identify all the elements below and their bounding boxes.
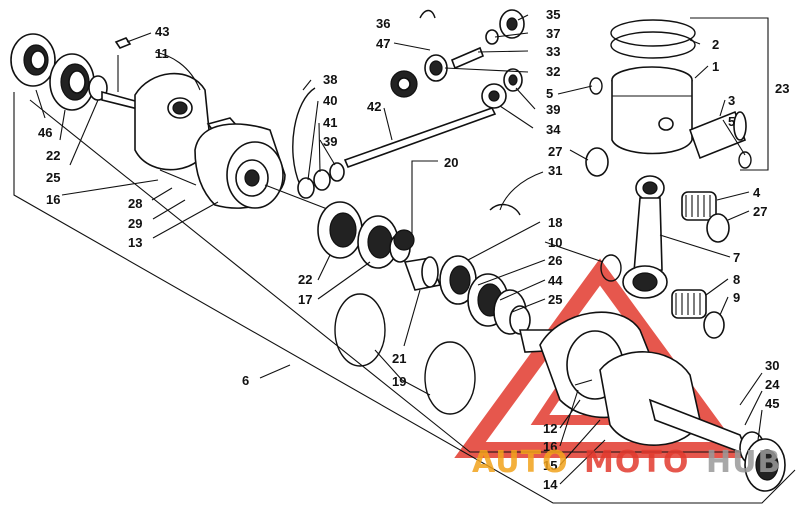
label-17: 17 [298, 292, 312, 307]
label-13: 13 [128, 235, 142, 250]
label-18: 18 [548, 215, 562, 230]
washer-27a [585, 147, 609, 177]
label-37: 37 [546, 26, 560, 41]
ring-31 [489, 203, 521, 216]
label-16b: 16 [543, 439, 557, 454]
label-21: 21 [392, 351, 406, 366]
label-20: 20 [444, 155, 458, 170]
label-39a: 39 [323, 134, 337, 149]
pump-shaft-42 [343, 68, 523, 169]
label-2: 2 [712, 37, 719, 52]
clip-36 [419, 9, 436, 19]
label-40: 40 [323, 93, 337, 108]
right-seal-group [439, 255, 531, 335]
snap-ring-19a [334, 293, 386, 367]
needle-bearing-8 [671, 289, 707, 319]
label-23: 23 [775, 81, 789, 96]
label-38: 38 [323, 72, 337, 87]
label-43: 43 [155, 24, 169, 39]
label-11: 11 [155, 46, 169, 61]
wrist-pin-3 [688, 110, 747, 160]
part-labels: 43 11 46 22 25 16 28 29 13 38 40 41 39 3… [38, 7, 789, 492]
watermark-moto: MOTO [584, 445, 689, 480]
crankshaft-left-half [101, 72, 286, 209]
label-10: 10 [548, 235, 562, 250]
label-26: 26 [548, 253, 562, 268]
label-46: 46 [38, 125, 52, 140]
leader-lines [35, 14, 763, 485]
label-42: 42 [367, 99, 381, 114]
drive-gear-assembly [390, 9, 525, 98]
crankshaft-right-half [518, 311, 786, 492]
washer-9 [703, 311, 725, 339]
label-7: 7 [733, 250, 740, 265]
label-22b: 22 [298, 272, 312, 287]
watermark-auto: AUTO [472, 445, 569, 480]
left-seal-46 [10, 33, 56, 87]
crank-axis-line [264, 184, 336, 213]
label-14: 14 [543, 477, 558, 492]
center-bearing [317, 201, 411, 269]
label-16a: 16 [46, 192, 60, 207]
snap-ring-19b [424, 341, 476, 415]
connecting-rod-7 [622, 175, 668, 299]
label-25b: 25 [548, 292, 562, 307]
label-35: 35 [546, 7, 560, 22]
label-28: 28 [128, 196, 142, 211]
label-9: 9 [733, 290, 740, 305]
label-39b: 39 [546, 102, 560, 117]
label-15: 15 [543, 458, 557, 473]
label-31: 31 [548, 163, 562, 178]
label-12: 12 [543, 421, 557, 436]
pump-drive-gear [393, 229, 415, 251]
label-34: 34 [546, 122, 561, 137]
label-33: 33 [546, 44, 560, 59]
label-25a: 25 [46, 170, 60, 185]
label-24: 24 [765, 377, 780, 392]
label-47: 47 [376, 36, 390, 51]
label-30: 30 [765, 358, 779, 373]
label-29: 29 [128, 216, 142, 231]
label-36: 36 [376, 16, 390, 31]
label-5b: 5 [728, 114, 735, 129]
label-22a: 22 [46, 148, 60, 163]
label-27a: 27 [548, 144, 562, 159]
watermark-hub: HUB [706, 445, 781, 480]
clip-5b [738, 151, 752, 169]
label-41: 41 [323, 115, 337, 130]
washer-27b [706, 213, 730, 243]
label-8: 8 [733, 272, 740, 287]
left-bearing-22 [49, 53, 108, 111]
assembly-frame-lines [13, 17, 796, 504]
piston-1 [610, 19, 696, 155]
label-4: 4 [753, 185, 761, 200]
label-45: 45 [765, 396, 779, 411]
label-5a: 5 [546, 86, 553, 101]
label-27b: 27 [753, 204, 767, 219]
label-3: 3 [728, 93, 735, 108]
woodruff-key-43 [114, 37, 132, 49]
label-6: 6 [242, 373, 249, 388]
pump-bushings [292, 87, 345, 199]
label-19: 19 [392, 374, 406, 389]
label-32: 32 [546, 64, 560, 79]
spacer-21 [403, 256, 442, 291]
label-44: 44 [548, 273, 563, 288]
label-1: 1 [712, 59, 719, 74]
washer-10 [600, 254, 622, 282]
watermark-text: AUTO MOTO HUB [472, 445, 781, 480]
needle-bearing-4 [681, 191, 717, 221]
